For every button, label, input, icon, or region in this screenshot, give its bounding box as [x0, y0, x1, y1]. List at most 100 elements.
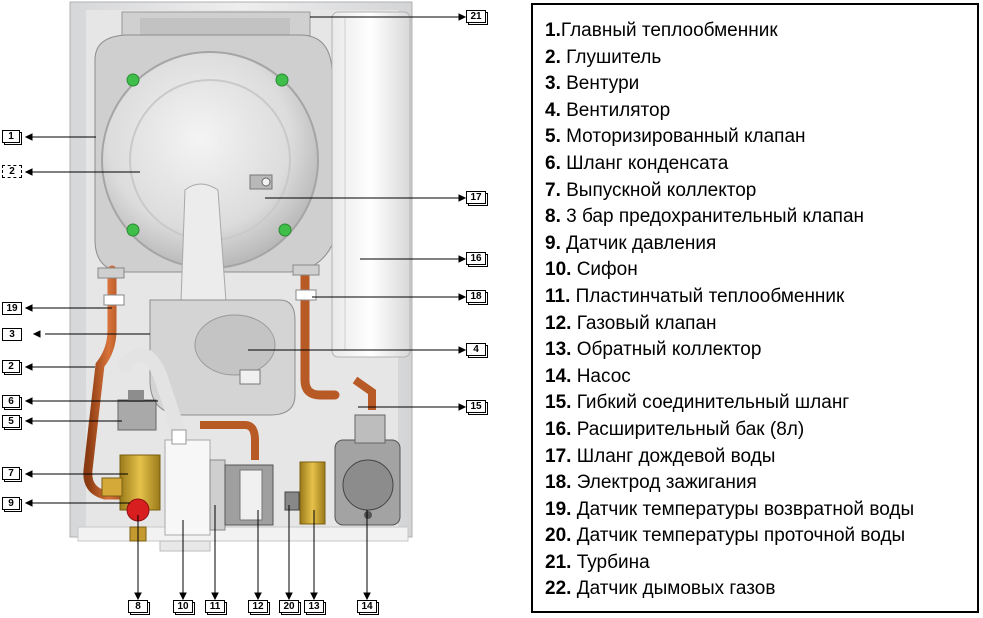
legend-item-number: 19.	[545, 498, 572, 520]
legend-item: 14. Насос	[545, 364, 914, 391]
legend-item: 16. Расширительный бак (8л)	[545, 417, 914, 444]
legend-item: 13. Обратный коллектор	[545, 337, 914, 364]
callout-15: 15	[466, 400, 486, 413]
legend-item-number: 11.	[545, 285, 571, 307]
legend-item-label: Сифон	[571, 259, 638, 281]
legend-item: 18. Электрод зажигания	[545, 470, 914, 497]
callout-1: 1	[2, 130, 20, 143]
callout-8: 8	[128, 600, 148, 613]
callout-3: 3	[2, 328, 22, 341]
legend-item-number: 8.	[545, 206, 561, 228]
green-bolt	[278, 223, 292, 237]
legend-item-label: Глушитель	[560, 46, 662, 68]
legend-item-label: Турбина	[571, 551, 650, 573]
legend-item-number: 1.	[545, 20, 561, 41]
return-pipe	[300, 265, 340, 400]
callout-4: 4	[466, 343, 486, 356]
callout-6: 6	[2, 395, 20, 408]
callout-12: 12	[248, 600, 268, 613]
legend-item: 20. Датчик температуры проточной воды	[545, 523, 914, 550]
legend-item: 8. 3 бар предохранительный клапан	[545, 204, 914, 231]
legend-item-label: Гибкий соединительный шланг	[571, 392, 850, 414]
legend-item: 21. Турбина	[545, 550, 914, 577]
legend-item-label: Датчик температуры возвратной воды	[571, 498, 915, 520]
callout-7: 7	[2, 467, 20, 480]
legend-item-number: 12.	[545, 312, 572, 334]
legend-item-label: Насос	[571, 365, 631, 387]
green-bolt	[126, 73, 140, 87]
legend-item: 11. Пластинчатый теплообменник	[545, 284, 914, 311]
bottom-plate	[77, 526, 409, 542]
legend-item-number: 22.	[545, 578, 572, 600]
legend-item: 4. Вентилятор	[545, 98, 914, 125]
legend-item: 1.Главный теплообменник	[545, 18, 914, 45]
legend-item: 6. Шланг конденсата	[545, 151, 914, 178]
callout-18: 18	[466, 290, 486, 303]
callout-21: 21	[466, 10, 486, 23]
legend-item: 19. Датчик температуры возвратной воды	[545, 497, 914, 524]
legend-item-number: 6.	[545, 152, 561, 174]
legend-item-label: Выпускной коллектор	[560, 179, 757, 201]
legend-item: 12. Газовый клапан	[545, 311, 914, 338]
callout-9: 9	[2, 497, 20, 510]
green-bolt	[126, 223, 140, 237]
legend-item-label: Моторизированный клапан	[560, 126, 806, 148]
legend-panel: 1.Главный теплообменник 2. Глушитель 3. …	[531, 3, 979, 613]
green-bolt	[275, 73, 289, 87]
legend-item-number: 10.	[545, 259, 572, 281]
legend-item: 2. Глушитель	[545, 45, 914, 72]
flow-pipe	[83, 265, 135, 500]
legend-item: 3. Вентури	[545, 71, 914, 98]
legend-item-number: 14.	[545, 365, 572, 387]
callout-5: 5	[2, 415, 20, 428]
legend-item-number: 3.	[545, 73, 561, 95]
legend-list: 1.Главный теплообменник 2. Глушитель 3. …	[545, 18, 914, 603]
legend-item-number: 13.	[545, 339, 572, 361]
legend-item-label: Датчик температуры проточной воды	[571, 525, 906, 547]
legend-item-number: 20.	[545, 525, 572, 547]
legend-item-number: 15.	[545, 392, 572, 414]
siphon	[164, 439, 211, 536]
callout-13: 13	[304, 600, 324, 613]
legend-item-number: 5.	[545, 126, 561, 148]
legend-item-label: Датчик давления	[560, 232, 717, 254]
legend-item-label: Шланг дождевой воды	[571, 445, 776, 467]
legend-item-number: 7.	[545, 179, 561, 201]
legend-item-label: Расширительный бак (8л)	[571, 418, 805, 440]
callout-20: 20	[279, 600, 299, 613]
legend-item-number: 9.	[545, 232, 561, 254]
return-manifold	[299, 461, 326, 525]
callout-16: 16	[466, 252, 486, 265]
motorized-valve	[117, 399, 157, 431]
callout-11: 11	[205, 600, 225, 613]
legend-item-label: Пластинчатый теплообменник	[570, 285, 845, 307]
legend-item-number: 4.	[545, 99, 561, 121]
leader-lines	[24, 13, 467, 601]
callout-14: 14	[357, 600, 377, 613]
legend-item-label: Электрод зажигания	[571, 472, 757, 494]
legend-item: 5. Моторизированный клапан	[545, 124, 914, 151]
legend-item: 22. Датчик дымовых газов	[545, 576, 914, 603]
legend-item: 7. Выпускной коллектор	[545, 178, 914, 205]
expansion-tank	[331, 11, 411, 358]
legend-item-label: Шланг конденсата	[560, 152, 729, 174]
legend-item-label: Вентури	[560, 73, 640, 95]
legend-item-label: Газовый клапан	[571, 312, 717, 334]
legend-item: 9. Датчик давления	[545, 231, 914, 258]
legend-item-label: Вентилятор	[560, 99, 671, 121]
legend-item-label: 3 бар предохранительный клапан	[560, 206, 865, 228]
legend-item-label: Датчик дымовых газов	[571, 578, 776, 600]
callout-2-upper: 2	[2, 165, 22, 178]
legend-item-number: 17.	[545, 445, 572, 467]
legend-item-label: Главный теплообменник	[560, 20, 778, 41]
legend-item-number: 18.	[545, 472, 572, 494]
legend-item-number: 2.	[545, 46, 561, 68]
legend-item: 10. Сифон	[545, 257, 914, 284]
callout-17: 17	[466, 191, 486, 204]
condensate-hose	[118, 347, 187, 457]
legend-item: 15. Гибкий соединительный шланг	[545, 390, 914, 417]
plate-heat-exchanger	[209, 459, 226, 531]
callout-2-lower: 2	[2, 360, 20, 373]
callout-10: 10	[173, 600, 193, 613]
legend-item-number: 16.	[545, 418, 572, 440]
